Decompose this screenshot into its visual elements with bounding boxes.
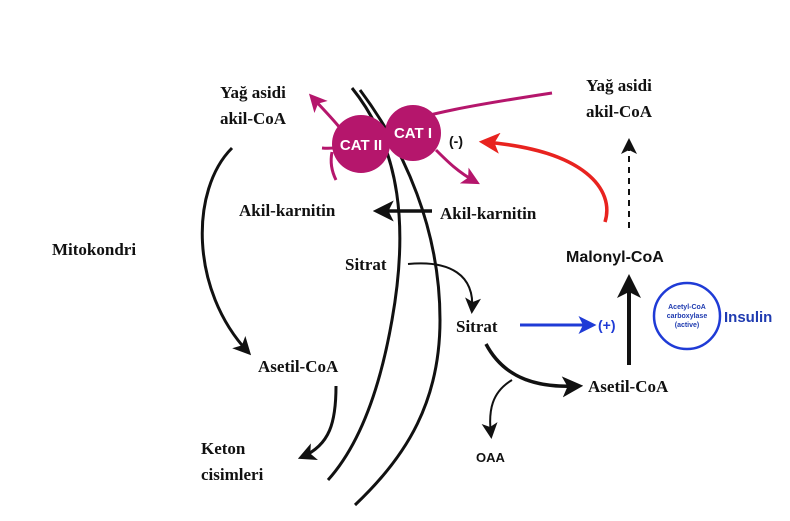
citrate-to-acetyl-coa-arrow — [484, 343, 584, 398]
cat1-circle — [385, 105, 441, 161]
ketone-bodies-line1: Keton — [201, 439, 246, 458]
cat2-circle — [332, 115, 390, 173]
ketone-bodies-line2: cisimleri — [201, 465, 264, 484]
right-acyl-coa-line2: akil-CoA — [586, 102, 653, 121]
left-acyl-coa-line1: Yağ asidi — [220, 83, 286, 102]
cat2-output-arrow — [308, 93, 342, 129]
citrate-to-oaa-arrow — [481, 379, 513, 439]
inhibition-label: (-) — [449, 133, 463, 149]
malonyl-inhibition-arrow — [478, 132, 609, 223]
acetyl-coa-to-ketone-arrow — [297, 385, 338, 460]
insulin-label: Insulin — [724, 309, 772, 326]
citrate-outer-label: Sitrat — [456, 317, 498, 336]
acylcarnitine-outer-label: Akil-karnitin — [440, 204, 537, 223]
activation-label: (+) — [598, 317, 616, 333]
citrate-inner-label: Sitrat — [345, 255, 387, 274]
enzyme-label-line2: carboxylase — [667, 313, 708, 320]
acetyl-coa-outer-label: Asetil-CoA — [588, 377, 669, 396]
cat2-lower-stub — [329, 151, 338, 181]
right-acyl-coa-line1: Yağ asidi — [586, 76, 652, 95]
citrate-export-arrow — [407, 262, 481, 314]
acylcarnitine-inner-label: Akil-karnitin — [239, 201, 336, 220]
acetyl-coa-carboxylase-circle — [652, 281, 722, 351]
acetyl-coa-inner-label: Asetil-CoA — [258, 357, 339, 376]
cat1-output-arrow — [434, 148, 480, 185]
malonyl-coa-label: Malonyl-CoA — [566, 249, 664, 266]
oaa-label: OAA — [476, 450, 506, 465]
cat2-label: CAT II — [340, 137, 382, 154]
mitochondria-label: Mitokondri — [52, 240, 136, 259]
cat1-label: CAT I — [394, 125, 432, 142]
enzyme-label-line1: Acetyl-CoA — [668, 304, 706, 311]
enzyme-label-line3: (active) — [675, 322, 700, 329]
left-acyl-coa-line2: akil-CoA — [220, 109, 287, 128]
acyl-coa-to-acetyl-coa-arrow — [200, 146, 252, 356]
